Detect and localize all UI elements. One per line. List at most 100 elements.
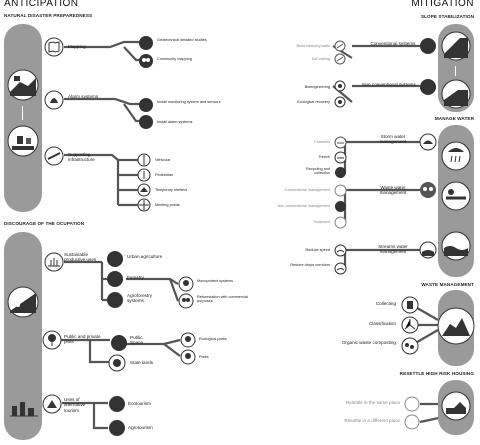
sustainable-label: Sustainable productive uses	[64, 252, 97, 263]
channels-label: Channels	[313, 140, 330, 144]
meeting-points-label: Meeting points	[155, 203, 180, 207]
retaining-illustration-icon	[441, 79, 471, 109]
conventional-management-icon	[334, 184, 347, 197]
non-conventional-management-icon	[335, 201, 346, 212]
waste-water-icon	[420, 182, 436, 198]
recycling-label: Recycling and collection	[306, 167, 330, 176]
reforestation-icon	[178, 293, 194, 309]
shelter-icon	[137, 183, 151, 197]
parks-icon	[180, 349, 196, 365]
route-icon	[44, 146, 64, 166]
parks-label: Parks	[199, 355, 209, 359]
retaining-walls-label: Build retaining walls	[296, 44, 330, 48]
resettle-same-icon	[404, 396, 420, 412]
stream-illustration-icon	[441, 231, 471, 261]
waste-title: WASTE MANAGEMENT	[421, 282, 474, 287]
public-space-label: Public Space	[130, 335, 144, 346]
agrotourism-label: Agrotourism	[128, 425, 153, 430]
classification-label: Classification	[368, 321, 396, 326]
temporary-shelters-label: Temporary shelters	[155, 188, 188, 192]
resettle-title: RESETTLE HIGH RISK HOUSING	[399, 371, 474, 376]
bar-divider	[22, 106, 23, 120]
natural-disaster-title: NATURAL DISASTER PREPAREDNESS	[4, 13, 93, 18]
public-private-label: Public and private plots	[64, 334, 101, 345]
monoprotect-icon	[178, 276, 194, 292]
community-mapping-label: Community mapping	[157, 57, 192, 61]
sensor-icon	[139, 98, 153, 112]
mitigation-header: MITIGATION	[411, 0, 474, 9]
tourism-icon	[42, 394, 62, 414]
alarm-system-icon	[139, 115, 153, 129]
soil-nailing-icon	[334, 53, 346, 65]
slope-title: SLOPE STABILIZATION	[420, 14, 474, 19]
conventional-label: Conventional systems	[370, 41, 416, 46]
ecological-parks-label: Ecological parks	[199, 337, 227, 341]
geotechnical-label: Geotechnical detailed studies	[157, 38, 207, 42]
map-icon	[44, 37, 64, 57]
pedestrian-label: Pedestrian	[155, 173, 174, 177]
alarm-illustration-icon	[7, 125, 39, 157]
community-icon	[139, 54, 153, 68]
bioengineering-label: Bioengineering	[304, 85, 330, 89]
non-conventional-systems-icon	[420, 79, 436, 95]
reduce-speed-label: Reduce speed	[305, 248, 331, 252]
vehicular-label: Vehicular	[155, 158, 171, 162]
recycling-icon	[335, 167, 346, 178]
collecting-icon	[401, 296, 419, 314]
resettle-same-label: Resettle in the same place	[345, 400, 400, 405]
storm-water-label: Storm water management	[379, 134, 407, 145]
geotechnical-icon	[139, 36, 153, 50]
resettle-different-icon	[404, 414, 420, 430]
urban-agriculture-label: Urban agriculture	[127, 254, 163, 259]
state-lands-icon	[108, 354, 126, 372]
rain-illustration-icon	[441, 141, 471, 171]
hillside-illustration-icon	[7, 286, 39, 318]
public-space-icon	[111, 335, 127, 351]
state-lands-label: State lands	[130, 360, 153, 365]
alarm-label: Alarm systems	[68, 94, 99, 99]
waste-pile-illustration-icon	[437, 307, 475, 345]
install-monitoring-label: Install monitoring system and sensors	[157, 100, 221, 104]
non-conventional-management-label: Non conventional management	[277, 204, 330, 208]
tree-icon	[42, 330, 62, 350]
landslide-illustration-icon	[7, 69, 39, 101]
ecological-recovery-label: Ecological recovery	[297, 100, 330, 104]
conventional-systems-icon	[420, 38, 436, 54]
agroforestry-label: Agroforestry systems	[127, 293, 153, 304]
pipes-illustration-icon	[441, 181, 471, 211]
village-illustration-icon	[10, 402, 38, 417]
ecotourism-label: Ecotourism	[128, 401, 151, 406]
forestry-label: Forestry	[127, 275, 144, 280]
streams-water-icon	[419, 241, 437, 259]
retaining-wall-icon	[334, 40, 346, 52]
monoprotect-label: Monoprotect systems	[197, 279, 234, 283]
restore-corridors-icon	[334, 262, 347, 275]
agroforestry-icon	[107, 292, 123, 308]
reduce-speed-icon	[334, 244, 347, 257]
meeting-point-icon	[137, 198, 151, 212]
composting-label: Organic waste composting	[341, 340, 396, 345]
trench-icon	[334, 151, 347, 164]
collecting-label: Collecting	[375, 301, 396, 306]
slope-illustration-icon	[441, 31, 471, 61]
non-conventional-label: Non conventional systems	[362, 82, 416, 87]
houses-illustration-icon	[441, 391, 471, 421]
composting-icon	[401, 337, 419, 355]
soil-nailing-label: Soil nailing	[311, 57, 330, 61]
anticipation-header: ANTICIPATION	[4, 0, 79, 9]
ecological-parks-icon	[180, 332, 196, 348]
install-alarm-label: Install alarm systems	[157, 120, 193, 124]
ecotourism-icon	[109, 396, 125, 412]
alarm-icon	[44, 90, 64, 110]
discourage-title: DISCOURAGE OF THE OCUPATION	[4, 221, 85, 226]
treatment-icon	[334, 216, 347, 229]
agrotourism-icon	[109, 420, 125, 436]
crops-icon	[44, 252, 64, 272]
bar-divider	[455, 66, 456, 76]
bioengineering-icon	[334, 80, 346, 92]
treatment-label: Treatment	[312, 220, 330, 224]
ecological-recovery-icon	[334, 96, 346, 108]
reforestation-label: Reforestation with commercial purposes	[197, 295, 248, 304]
urban-agriculture-icon	[107, 251, 123, 267]
manage-water-title: MANAGE WATER	[434, 116, 474, 121]
